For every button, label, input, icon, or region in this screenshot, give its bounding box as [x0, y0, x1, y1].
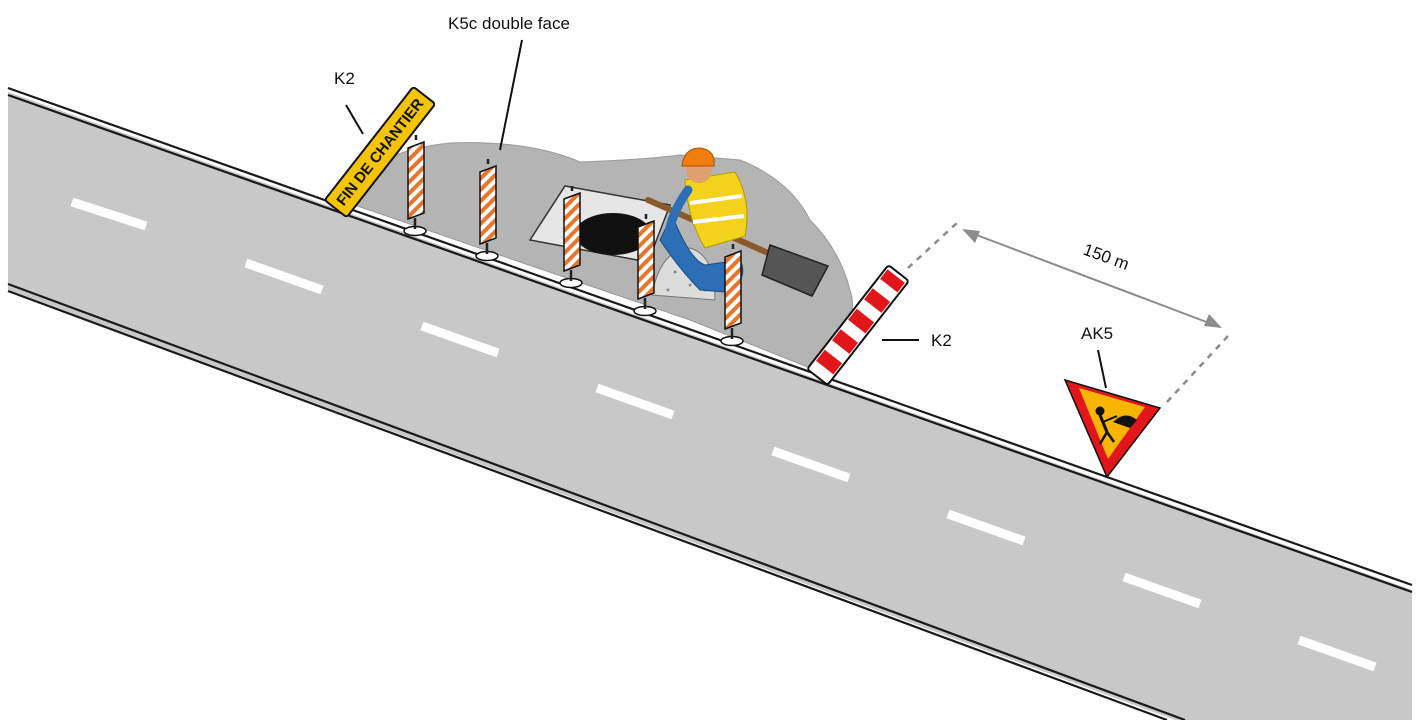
label-k2-end: K2 [334, 69, 355, 88]
label-ak5: AK5 [1081, 324, 1113, 343]
label-k5c-double-face: K5c double face [448, 14, 570, 33]
label-k2-start: K2 [931, 331, 952, 350]
label-distance-150m: 150 m [1081, 240, 1132, 274]
ak5-roadworks-icon [1065, 380, 1160, 477]
